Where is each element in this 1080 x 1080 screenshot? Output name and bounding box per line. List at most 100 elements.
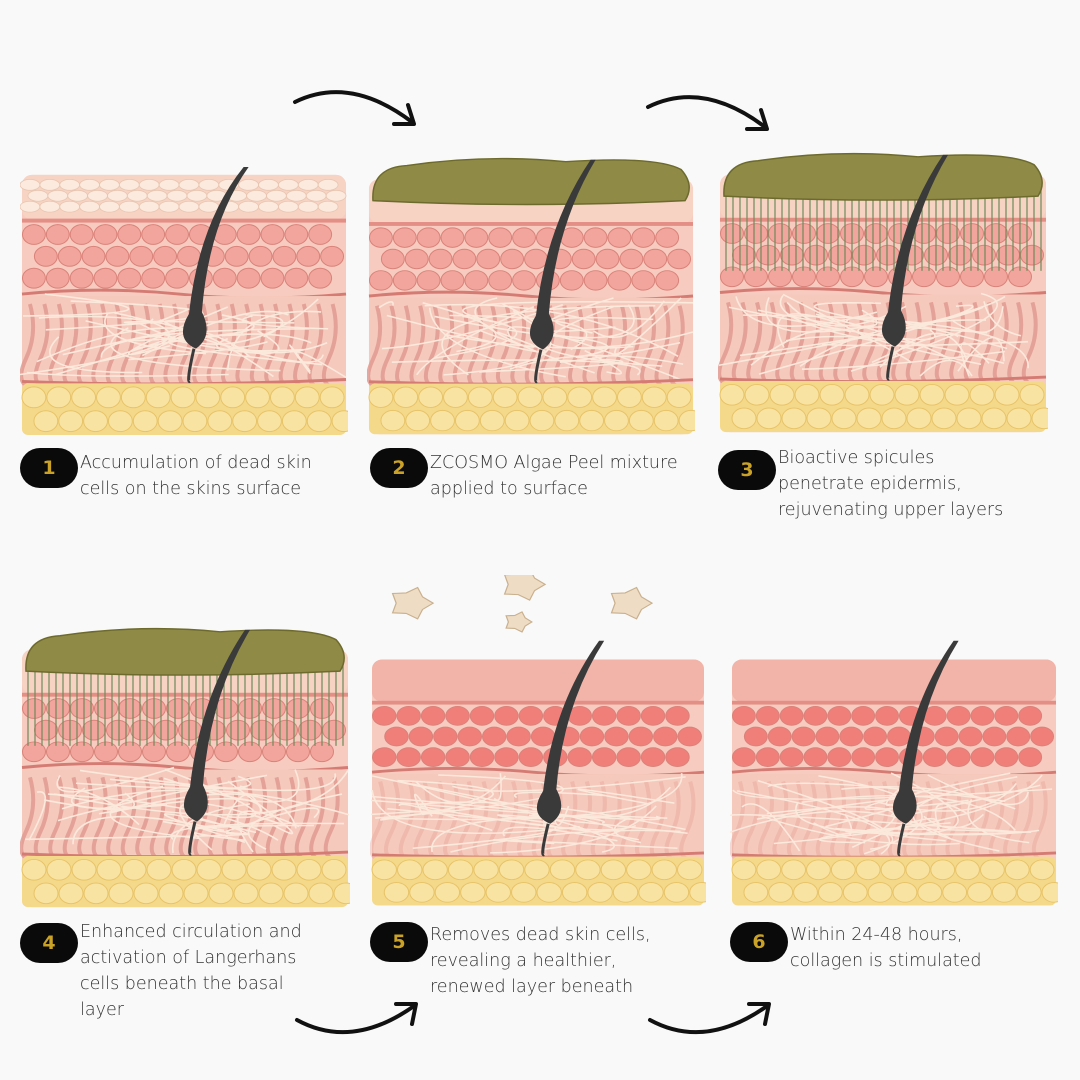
epidermal-cell [408, 726, 434, 747]
epidermal-cell [392, 270, 417, 291]
epidermal-cell [45, 267, 70, 289]
epidermal-cell [141, 224, 166, 245]
epidermal-cell [984, 266, 1008, 288]
hair-follicle [536, 640, 605, 824]
epidermal-cell [368, 270, 393, 291]
epidermal-cell [296, 245, 321, 267]
epidermal-cell [396, 747, 421, 768]
epidermal-cell [440, 227, 465, 248]
epidermal-cell [960, 266, 984, 288]
epidermal-cell [779, 747, 804, 768]
epidermal-cell [272, 245, 297, 267]
skin-diagram-3 [718, 145, 1048, 440]
epidermal-cell [946, 747, 971, 768]
epidermal-cell [816, 223, 840, 244]
epidermal-cell [166, 741, 190, 763]
hair-follicle [892, 640, 959, 824]
epidermal-cell [984, 223, 1008, 244]
epidermal-cell [452, 248, 477, 270]
epidermal-cell [420, 705, 446, 726]
epidermal-cell [141, 267, 166, 289]
epidermal-cell [494, 747, 519, 768]
epidermal-cell [743, 726, 768, 747]
epidermal-cell [936, 266, 960, 288]
step-description: Within 24-48 hours,collagen is stimulate… [790, 925, 982, 971]
epidermal-cell [46, 698, 70, 719]
epidermal-cell [416, 270, 441, 291]
epidermal-cell [469, 747, 495, 768]
skin-diagram-4 [20, 620, 350, 915]
epidermal-cell [744, 266, 768, 288]
epidermal-cell [476, 248, 501, 270]
epidermal-cell [177, 245, 201, 267]
epidermal-cell [117, 267, 142, 289]
epidermal-cell [946, 705, 971, 726]
epidermal-cell [616, 747, 641, 768]
epidermal-cell [420, 747, 446, 768]
epidermal-cell [238, 698, 262, 719]
epidermal-cell [250, 719, 274, 741]
epidermal-cell [851, 705, 876, 726]
epidermal-cell [839, 726, 864, 747]
epidermal-cell [755, 705, 780, 726]
epidermal-cell [445, 705, 470, 726]
curved-arrow-icon [295, 1002, 418, 1035]
epidermal-cell [875, 705, 899, 726]
epidermal-cell [166, 698, 190, 719]
dead-skin-flake [505, 611, 534, 633]
step-6-caption: 6 Within 24-48 hours,collagen is stimula… [730, 922, 982, 974]
epidermal-cell [248, 245, 273, 267]
epidermal-cell [792, 266, 816, 288]
epidermal-cell [934, 726, 959, 747]
epidermal-cell [445, 747, 470, 768]
epidermal-cell [595, 248, 620, 270]
step-description: Removes dead skin cells,revealing a heal… [430, 925, 651, 997]
epidermal-cell [404, 248, 429, 270]
epidermal-cell [212, 267, 237, 289]
epidermal-cell [958, 726, 983, 747]
epidermal-cell [93, 224, 118, 245]
epidermal-cell [791, 726, 816, 747]
epidermal-cell [506, 726, 531, 747]
epidermal-cell [583, 227, 608, 248]
epidermal-cell [286, 741, 310, 763]
epidermal-cell [677, 726, 702, 747]
epidermal-cell [768, 223, 792, 244]
step-number-badge: 1 [20, 448, 78, 488]
epidermal-cell [744, 223, 768, 244]
epidermal-cell [500, 248, 525, 270]
epidermal-cell [732, 244, 756, 266]
epidermal-cell [70, 698, 94, 719]
step-number-badge: 3 [718, 450, 776, 490]
epidermal-cell [308, 224, 333, 245]
epidermal-cell [970, 705, 995, 726]
epidermal-cell [396, 705, 421, 726]
epidermal-cell [524, 248, 548, 270]
epidermal-cell [322, 719, 346, 741]
epidermal-cell [22, 741, 46, 763]
epidermal-cell [368, 227, 393, 248]
epidermal-cell [69, 267, 94, 289]
epidermal-cell [619, 248, 644, 270]
epidermal-cell [559, 270, 584, 291]
curved-arrow-icon [293, 90, 416, 126]
epidermal-cell [372, 705, 397, 726]
skin-diagram-1 [20, 165, 348, 443]
curved-arrow-icon [648, 1002, 771, 1035]
epidermal-cell [518, 705, 544, 726]
epidermal-cell [852, 244, 876, 266]
epidermal-cell [260, 267, 285, 289]
epidermal-cell [464, 227, 489, 248]
epidermal-cell [631, 227, 656, 248]
epidermal-cell [628, 726, 654, 747]
step-5-caption: 5 Removes dead skin cells,revealing a he… [370, 922, 651, 1000]
epidermal-cell [643, 248, 668, 270]
epidermal-cell [767, 726, 792, 747]
epidermal-cell [118, 741, 142, 763]
epidermal-cell [667, 248, 692, 270]
epidermal-cell [780, 244, 804, 266]
